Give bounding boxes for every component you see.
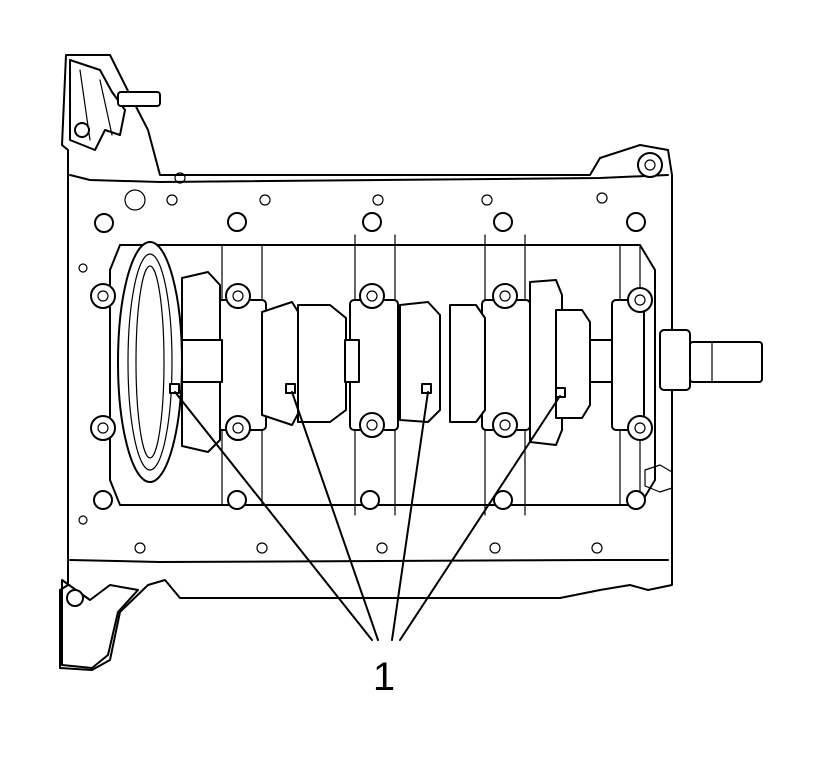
callout-leader-lines — [174, 391, 561, 641]
sensor-stub — [117, 91, 161, 107]
side-tube — [644, 464, 673, 493]
reluctor-ring — [117, 241, 183, 483]
crank-journals — [181, 339, 613, 383]
top-rail — [69, 174, 669, 183]
bottom-rail — [69, 559, 669, 563]
main-cap-bolts — [90, 212, 653, 510]
bolt — [74, 122, 90, 138]
lower-bracket — [61, 579, 139, 669]
upper-bracket — [69, 59, 126, 151]
callout-label: 1 — [373, 655, 395, 699]
perimeter-bolt-holes — [78, 172, 608, 554]
bolt — [66, 589, 84, 607]
plug-boss — [637, 152, 663, 178]
crankshaft-snout — [659, 329, 763, 391]
